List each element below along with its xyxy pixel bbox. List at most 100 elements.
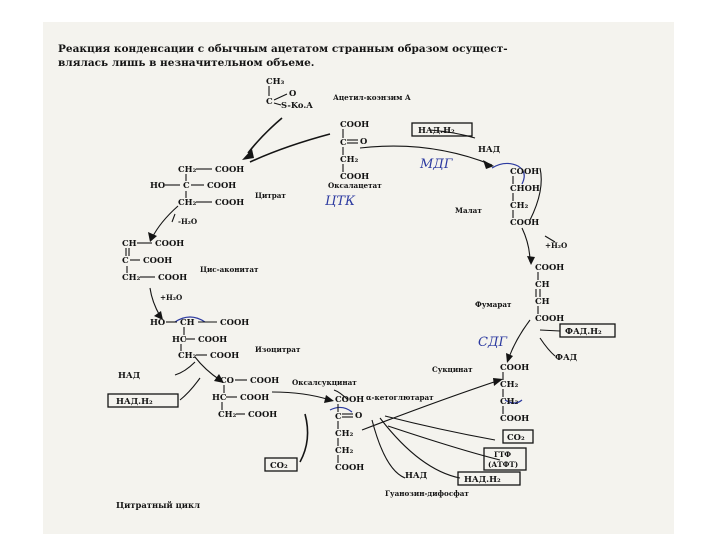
nadh-left: НАД.Н₂: [116, 396, 153, 406]
alpha-ketoglutarate: COOH C O CH₂ CH₂ COOH α-кетоглютарат: [335, 393, 434, 472]
oxaloacetate-to-citrate-arrow: [250, 134, 330, 162]
fadh-arrow: [540, 330, 560, 331]
malate-cooh-top: COOH: [510, 166, 539, 176]
nad-bottom: НАД: [405, 470, 428, 480]
fumarate-cooh-bottom: COOH: [535, 313, 564, 323]
isocitrate-to-oxalosuccinate-arrow: [195, 357, 220, 380]
oxaloacetate: COOH C O CH₂ COOH Оксалацетат: [328, 119, 382, 190]
aconitate-c: C: [122, 255, 129, 265]
succinate-label: Сукцинат: [432, 365, 473, 374]
aconitate-cooh-mid: COOH: [143, 255, 172, 265]
oxalosuccinate-to-ketoglutarate-arrow: [272, 392, 330, 400]
citrate-ch2-top: CH₂: [178, 164, 197, 174]
fumarate: COOH CH CH COOH Фумарат: [475, 262, 564, 323]
isocitrate-ch2: CH₂: [178, 350, 197, 360]
ketoglutarate-cooh-top: COOH: [335, 394, 364, 404]
ketoglutarate-c: C: [335, 411, 342, 421]
oxalosuccinate-co: CO: [220, 375, 234, 385]
succinate-cooh-bottom: COOH: [500, 413, 529, 423]
fad-label: ФАД: [555, 352, 578, 362]
malate: COOH CHOH CH₂ COOH Малат: [455, 166, 540, 227]
ketoglutarate-label: α-кетоглютарат: [366, 393, 434, 402]
fumarate-ch-b: CH: [535, 296, 550, 306]
oxaloacetate-r3: CH₂: [340, 154, 359, 164]
acetyl-o: O: [289, 88, 296, 98]
oxaloacetate-r1: COOH: [340, 119, 369, 129]
acetyl-coa: CH₃ O C S-Ko.A Ацетил-коэнзим А: [266, 76, 411, 110]
oxaloacetate-r4: COOH: [340, 171, 369, 181]
ketoglutarate-o: O: [355, 410, 362, 420]
citrate-cooh-top: COOH: [215, 164, 244, 174]
aconitate-cooh-top: COOH: [155, 238, 184, 248]
succinate: Сукцинат COOH CH₂ CH₂ COOH: [432, 362, 529, 423]
nadh-left-arrow: [180, 378, 200, 400]
malate-cooh-bottom: COOH: [510, 217, 539, 227]
oxaloacetate-label: Оксалацетат: [328, 181, 382, 190]
acetyl-s-koa: S-Ko.A: [281, 100, 313, 110]
succinate-ch2-a: CH₂: [500, 379, 519, 389]
isocitrate-cooh-top: COOH: [220, 317, 249, 327]
gdp-label: Гуанозин-дифосфат: [385, 489, 469, 498]
fumarate-cooh-top: COOH: [535, 262, 564, 272]
succinate-to-fumarate-arrow: [508, 320, 530, 360]
gtp-label: ГТФ: [494, 450, 511, 459]
handwritten-tsk: ЦТК: [325, 194, 356, 209]
nad-left-arrow: [175, 362, 195, 375]
water1-arrow: [172, 214, 175, 222]
ketoglutarate-to-succinate-arrow: [362, 380, 500, 430]
cis-aconitate: CH COOH C COOH CH₂ COOH Цис-аконитат: [122, 238, 259, 282]
header-line-2: влялась лишь в незначительном объеме.: [58, 57, 314, 69]
oxaloacetate-o: O: [360, 136, 367, 146]
isocitrate: HO CH COOH HC COOH CH₂ COOH Изоцитрат: [150, 317, 301, 360]
acetyl-label: Ацетил-коэнзим А: [333, 93, 411, 102]
handwritten-sdg: СДГ: [478, 335, 508, 350]
citrate-c: C: [183, 180, 190, 190]
isocitrate-cooh-mid: COOH: [198, 334, 227, 344]
aconitate-ch: CH: [122, 238, 137, 248]
fad-arrow: [540, 338, 555, 356]
acetyl-c: C: [266, 96, 273, 106]
oxalosuccinate-cooh-bottom: COOH: [248, 409, 277, 419]
oxalosuccinate-label: Оксалсукцинат: [292, 378, 357, 387]
water2: +H₂O: [160, 293, 182, 302]
handwritten-mdg: МДГ: [419, 157, 453, 172]
fumarate-label: Фумарат: [475, 300, 512, 309]
citrate-cooh-mid: COOH: [207, 180, 236, 190]
fadh-label: ФАД.Н₂: [565, 326, 602, 336]
isocitrate-hc: HC: [172, 334, 187, 344]
ketoglutarate-ch2-b: CH₂: [335, 445, 354, 455]
citrate-label: Цитрат: [255, 191, 286, 200]
nadh-bottom: НАД.Н₂: [464, 474, 501, 484]
fumarate-ch-a: CH: [535, 279, 550, 289]
malate-ch2: CH₂: [510, 200, 529, 210]
co2-left: CO₂: [270, 460, 288, 470]
aconitate-label: Цис-аконитат: [200, 265, 259, 274]
citrate-to-aconitate-arrow: [152, 206, 178, 238]
oxalosuccinate-cooh-top: COOH: [250, 375, 279, 385]
aconitate-to-isocitrate-arrow: [150, 288, 160, 316]
nad-left: НАД: [118, 370, 141, 380]
citrate-ho: HO: [150, 180, 165, 190]
succinate-ch2-b: CH₂: [500, 396, 519, 406]
aconitate-ch2: CH₂: [122, 272, 141, 282]
ketoglutarate-ch2-a: CH₂: [335, 428, 354, 438]
isocitrate-cooh-bottom: COOH: [210, 350, 239, 360]
oxalosuccinate-ch2: CH₂: [218, 409, 237, 419]
co2-right-arrow: [385, 416, 495, 440]
aconitate-cooh-bottom: COOH: [158, 272, 187, 282]
nad-top: НАД: [478, 144, 501, 154]
water1: -H₂O: [178, 217, 197, 226]
citrate-cooh-bottom: COOH: [215, 197, 244, 207]
gtp-arrow: [388, 426, 500, 460]
co2-left-arrow: [300, 414, 308, 462]
oxalosuccinate-cooh-mid: COOH: [240, 392, 269, 402]
succinate-cooh-top: COOH: [500, 362, 529, 372]
acetyl-to-citrate-arrow: [248, 118, 282, 153]
citrate-ch2-bottom: CH₂: [178, 197, 197, 207]
ketoglutarate-cooh-bottom: COOH: [335, 462, 364, 472]
co2-right: CO₂: [507, 432, 525, 442]
isocitrate-label: Изоцитрат: [255, 345, 301, 354]
header-line-1: Реакция конденсации с обычным ацетатом с…: [58, 43, 508, 55]
isocitrate-ch: CH: [180, 317, 195, 327]
